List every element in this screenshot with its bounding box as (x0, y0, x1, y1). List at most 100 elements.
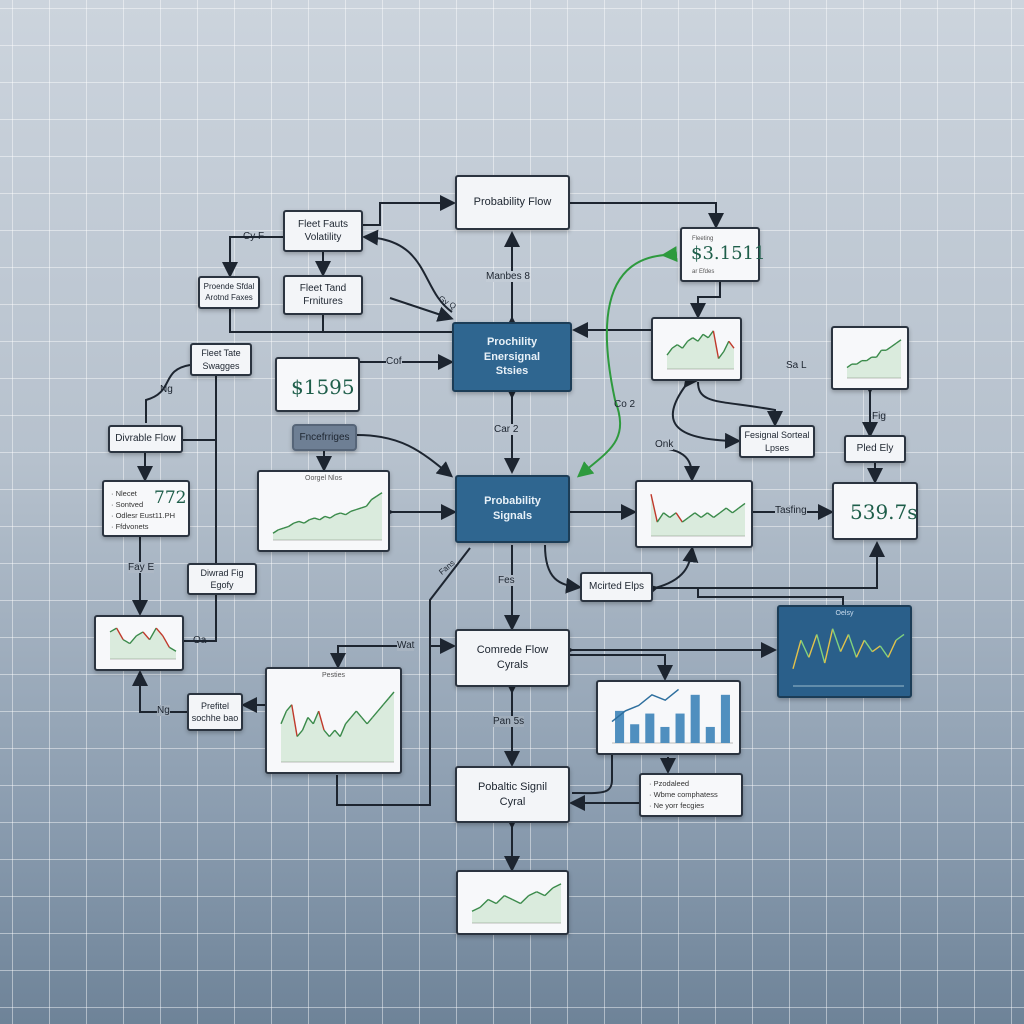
wire (655, 541, 885, 589)
series-segment (136, 631, 144, 637)
series-segment (871, 645, 881, 653)
series-segment (345, 510, 352, 516)
series-segment (890, 342, 897, 348)
series-segment (319, 515, 326, 521)
price-caption: Fleeting (692, 236, 714, 242)
chart-right[interactable] (831, 326, 909, 390)
price-card-3511[interactable]: Fleeting $3.1511 ar Efdes (680, 227, 765, 282)
series-segment (148, 627, 157, 641)
bar (705, 726, 715, 743)
node-label: Divrable Flow (115, 433, 176, 445)
wire (229, 309, 452, 333)
series-segment (831, 628, 842, 652)
bar (645, 713, 655, 743)
series-segment (536, 891, 546, 897)
series-segment (487, 898, 497, 905)
series-segment (738, 502, 746, 509)
node-comrede-flow[interactable]: Comrede Flow Cyrals (455, 629, 570, 687)
bullet-card[interactable]: · Pzodaleed · Wbme comphatess · Ne yorr … (639, 773, 743, 817)
edge-label: Fig (872, 411, 886, 422)
node-label: Comrede Flow Cyrals (476, 644, 549, 671)
node-divrable-flow[interactable]: Divrable Flow (108, 425, 183, 453)
series-segment (355, 710, 363, 718)
wire (389, 297, 454, 322)
series-segment (875, 349, 882, 358)
series-segment (895, 633, 905, 641)
node-prefitel[interactable]: Prefitel sochhe bao (187, 693, 243, 731)
chart-oorgel[interactable]: Oorgel Nlos (257, 470, 390, 552)
series-segment (350, 710, 357, 718)
node-label: Pobaltic Signil Cyral (477, 780, 548, 808)
series-segment (719, 507, 727, 514)
series-segment (479, 899, 489, 908)
edge-label: Ng (160, 384, 173, 395)
wire (336, 547, 471, 806)
series-segment (334, 729, 341, 737)
price-card-5397[interactable]: 539.7s (832, 482, 918, 540)
series-segment (692, 337, 699, 342)
node-fesignal[interactable]: Fesignal Sorteal Lpses (739, 425, 815, 458)
price-card-1595[interactable]: $1595 (275, 357, 360, 412)
wire (671, 370, 741, 449)
series-segment (355, 507, 362, 511)
chart-candle-1[interactable] (651, 317, 742, 381)
edge-label: Pan 5s (493, 716, 525, 727)
edge-label: Manbes 8 (486, 271, 530, 282)
series-segment (702, 333, 709, 339)
chart-plot (846, 339, 902, 379)
node-fleet-tate[interactable]: Fleet Tate Swagges (190, 343, 252, 376)
chart-candle-2[interactable] (635, 480, 753, 548)
series-segment (377, 704, 384, 712)
chart-bars[interactable] (596, 680, 741, 755)
chart-oelsy[interactable]: Oelsy (777, 605, 912, 698)
series-segment (361, 505, 367, 509)
series-segment (663, 512, 671, 518)
wire (356, 434, 454, 478)
node-label: Fncefrriges (299, 431, 350, 443)
series-segment (707, 330, 714, 339)
node-mcirted-elps[interactable]: Mcirted Elps (580, 572, 653, 602)
wire (641, 546, 699, 599)
series-segment (656, 512, 665, 523)
node-label: Prefitel sochhe bao (191, 700, 239, 723)
node-label: Diwrad Fig Egofy (200, 567, 244, 590)
series-segment (285, 704, 293, 712)
wire (183, 375, 217, 441)
series-segment (717, 351, 725, 360)
node-pled-ely[interactable]: Pled Ely (844, 435, 906, 463)
series-segment (162, 635, 171, 648)
node-fleet-fauts[interactable]: Fleet Fauts Volatility (283, 210, 363, 252)
series-segment (723, 340, 730, 352)
node-label: Pled Ely (856, 443, 894, 455)
node-diwrad[interactable]: Diwrad Fig Egofy (187, 563, 257, 595)
series-segment (728, 340, 735, 349)
series-segment (115, 627, 124, 641)
metric-item: · Odlesr Eust11.PH (111, 510, 176, 520)
series-segment (293, 520, 300, 524)
chart-small-line[interactable] (94, 615, 184, 671)
series-segment (824, 628, 834, 664)
node-proende[interactable]: Proende Sfdal Arotnd Faxes (198, 276, 260, 309)
series-segment (371, 495, 378, 501)
node-pobaltic-signal[interactable]: Pobaltic Signil Cyral (455, 766, 570, 823)
series-segment (361, 717, 368, 725)
series-segment (700, 512, 708, 518)
series-segment (314, 517, 320, 521)
node-fncefrriges[interactable]: Fncefrriges (292, 424, 357, 451)
node-probability-enersignal[interactable]: Prochility Enersignal Stsies (452, 322, 572, 392)
series-segment (142, 631, 151, 641)
series-segment (350, 508, 357, 512)
metric-card-772[interactable]: · Nlecet · Sontved · Odlesr Eust11.PH · … (102, 480, 190, 537)
trend-line (611, 688, 680, 723)
series-segment (324, 515, 331, 519)
chart-bottom[interactable] (456, 870, 569, 935)
node-probability-flow[interactable]: Probability Flow (455, 175, 570, 230)
series-segment (317, 710, 325, 731)
chart-pesties[interactable]: Pesties (265, 667, 402, 774)
series-segment (339, 723, 347, 737)
node-probability-signals[interactable]: Probability Signals (455, 475, 570, 543)
node-fleet-tand[interactable]: Fleet Tand Frnitures (283, 275, 363, 315)
wire (570, 202, 724, 229)
series-segment (345, 717, 352, 725)
series-segment (277, 527, 284, 531)
